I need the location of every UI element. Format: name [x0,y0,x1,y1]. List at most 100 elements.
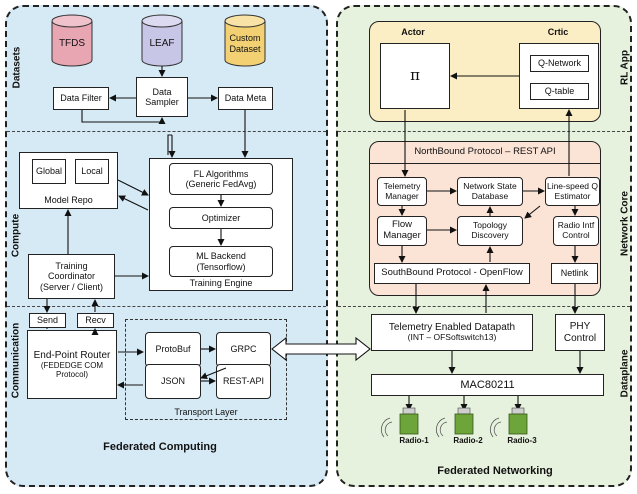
southbound-box: SouthBound Protocol - OpenFlow [374,263,530,284]
section-divider [338,306,630,307]
radio-2-label: Radio-2 [453,436,483,445]
coordinator-label-1: Training [55,260,88,271]
recv-box: Recv [77,313,114,328]
ml-backend-box: ML Backend (Tensorflow) [169,246,273,277]
critic-label: Crtic [547,27,569,37]
flow-manager-label-2: Manager [383,230,421,241]
cylinder-leaf [141,14,183,67]
topology-discovery-label-2: Discovery [471,230,509,240]
protobuf-label: ProtoBuf [155,344,191,355]
netlink-box: Netlink [551,263,598,284]
network-state-db-label-2: Database [471,190,509,201]
radio-2-icon [435,407,474,438]
topology-discovery-box: Topology Discovery [457,216,523,246]
link-double-arrow [271,336,371,362]
network-state-db-box: Network State Database [457,177,523,206]
data-sampler-label-2: Sampler [145,97,179,107]
endpoint-label-3: Protocol) [55,370,88,380]
send-box: Send [29,313,66,328]
phy-control-label-1: PHY [569,321,591,332]
coordinator-label-3: (Server / Client) [39,281,103,292]
data-filter-label: Data Filter [60,93,102,104]
cylinder-custom-label-1: Custom [229,33,261,43]
telemetry-manager-box: Telemetry Manager [377,177,427,206]
phy-control-box: PHY Control [555,314,605,351]
cylinder-tfds-label: TFDS [58,38,86,49]
q-network-box: Q-Network [530,55,589,72]
data-sampler-box: Data Sampler [136,77,188,117]
mac80211-label: MAC80211 [460,378,515,391]
flow-manager-label-1: Flow [391,219,413,231]
optimizer-box: Optimizer [169,207,273,229]
southbound-label: SouthBound Protocol - OpenFlow [381,267,523,279]
actor-policy-box: π [380,43,450,109]
section-divider [7,306,326,307]
send-label: Send [36,315,59,326]
cylinder-tfds [51,14,93,67]
federated-computing-title: Federated Computing [103,441,217,453]
fl-algorithms-box: FL Algorithms (Generic FedAvg) [169,163,273,195]
transport-layer-title: Transport Layer [174,407,238,417]
data-meta-box: Data Meta [218,87,273,110]
radio-intf-label-1: Radio Intf [557,220,595,231]
json-label: JSON [160,376,185,387]
flow-manager-box: Flow Manager [377,216,427,246]
fl-algorithms-label-2: (Generic FedAvg) [185,179,257,189]
coordinator-label-2: Coordinator [47,271,96,282]
cylinder-leaf-label: LEAF [149,38,175,49]
telemetry-datapath-label-1: Telemetry Enabled Datapath [388,321,516,333]
telemetry-manager-label-2: Manager [385,190,419,201]
radio-3-label: Radio-3 [507,436,537,445]
recv-label: Recv [85,315,106,326]
endpoint-label-1: End-Point Router [33,349,111,361]
model-global-box: Global [32,159,66,184]
transport-layer-container [125,319,287,420]
fl-algorithms-label-1: FL Algorithms [193,168,249,179]
data-filter-box: Data Filter [53,87,109,110]
telemetry-manager-label-1: Telemetry [383,180,421,191]
radio-intf-control-box: Radio Intf Control [553,216,599,246]
netlink-label: Netlink [560,268,589,279]
model-local-label: Local [81,166,103,177]
rest-api-box: REST-API [216,364,271,399]
topology-discovery-label-1: Topology [472,220,508,231]
northbound-label: NorthBound Protocol – REST API [414,146,556,157]
section-divider [7,131,326,132]
ml-backend-label-1: ML Backend [196,251,246,262]
radio-1-icon [380,407,419,438]
federated-networking-title: Federated Networking [437,465,553,477]
endpoint-label-2: (FEDEDGE COM [40,361,104,371]
data-sampler-label-1: Data [152,86,172,97]
radio-1-label: Radio-1 [399,436,429,445]
phy-control-label-2: Control [563,332,597,344]
network-state-db-label-1: Network State [463,180,517,191]
radio-3-icon [489,407,528,438]
model-local-box: Local [75,159,109,184]
endpoint-router-box: End-Point Router (FEDEDGE COM Protocol) [27,330,117,399]
usb-radios [380,407,528,438]
policy-pi-symbol: π [410,66,420,85]
section-divider [338,131,630,132]
telemetry-datapath-label-2: (INT – OFSoftswitch13) [407,332,497,343]
cylinder-custom [224,14,266,67]
grpc-label: GRPC [230,344,257,355]
telemetry-datapath-box: Telemetry Enabled Datapath (INT – OFSoft… [371,314,533,351]
cylinder-custom-label-2: Dataset [229,44,261,54]
training-coordinator-box: Training Coordinator (Server / Client) [28,254,115,299]
mac80211-box: MAC80211 [371,374,604,396]
rest-api-label: REST-API [222,376,264,387]
q-network-label: Q-Network [537,58,581,69]
ml-backend-label-2: (Tensorflow) [196,261,246,272]
line-speed-q-label-2: Estimator [554,190,591,201]
json-box: JSON [145,364,201,399]
actor-label: Actor [401,27,425,37]
radio-intf-label-2: Control [562,230,590,240]
grpc-box: GRPC [216,332,271,367]
data-meta-label: Data Meta [224,93,267,104]
model-repo-title: Model Repo [44,194,93,205]
optimizer-label: Optimizer [201,212,241,223]
line-speed-q-label-1: Line-speed Q [546,180,599,191]
q-table-box: Q-table [530,83,589,100]
